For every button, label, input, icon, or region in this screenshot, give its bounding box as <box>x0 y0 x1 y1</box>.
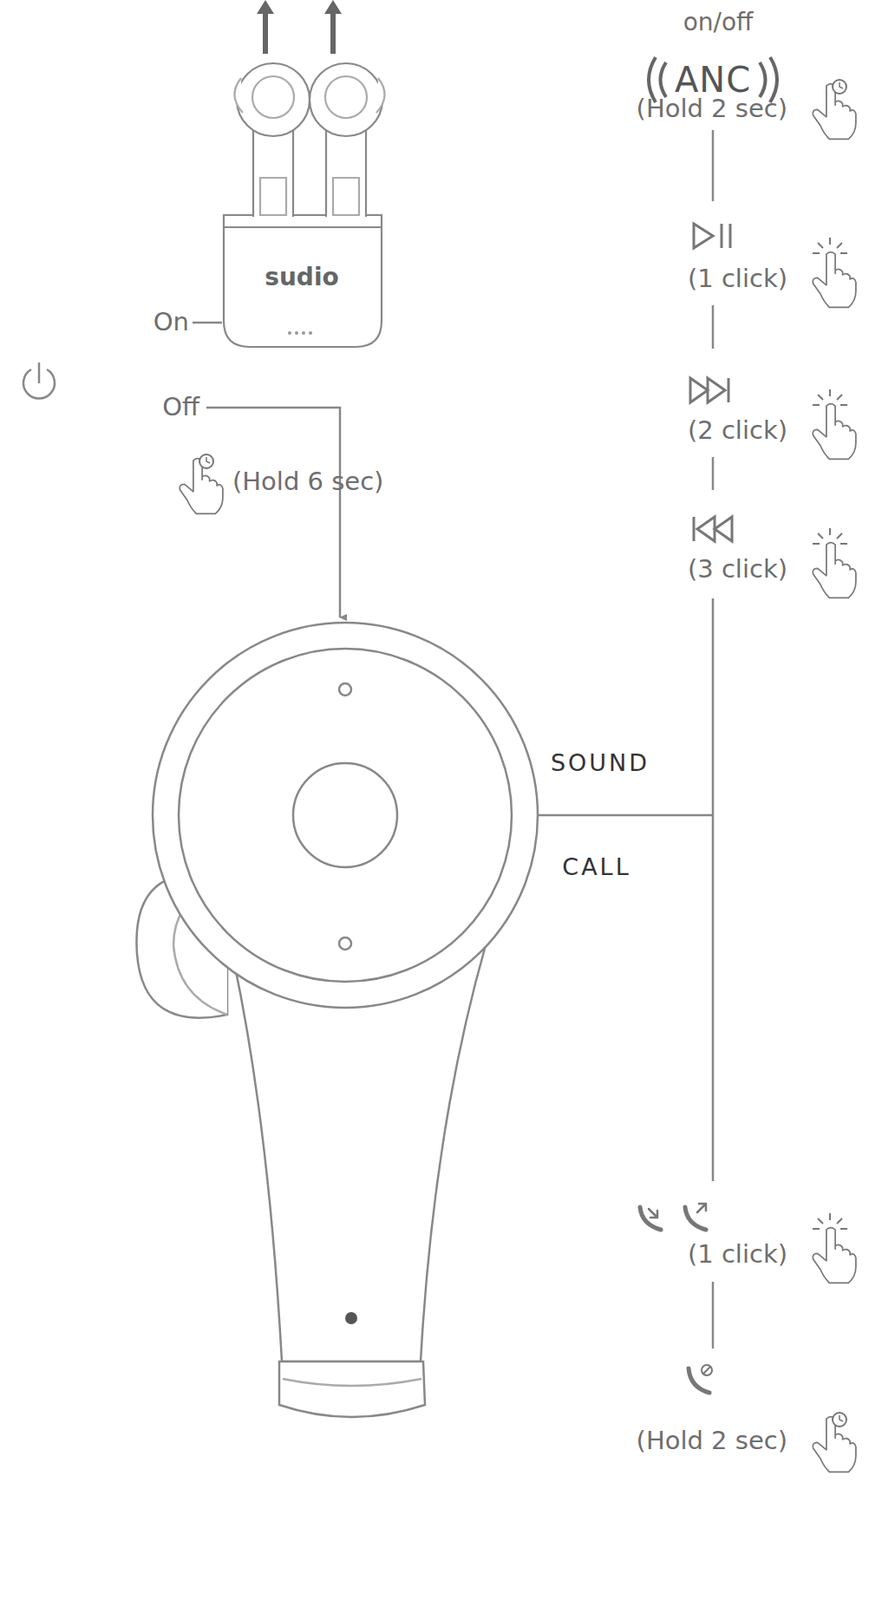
gesture-label: (Hold 6 sec) <box>232 468 384 497</box>
click-hand-icon <box>812 404 856 460</box>
click-ray <box>836 242 843 249</box>
click-ray <box>817 242 824 249</box>
gesture-label: (Hold 2 sec) <box>636 95 788 124</box>
click-ray <box>829 237 831 245</box>
click-ray <box>812 404 820 406</box>
click-ray <box>840 404 848 406</box>
power-state-label: On <box>153 308 190 337</box>
gesture-label: (1 click) <box>687 265 788 294</box>
click-ray <box>829 1213 831 1221</box>
gesture-label: (Hold 2 sec) <box>636 1427 788 1456</box>
click-ray <box>812 542 820 545</box>
click-ray <box>836 1218 843 1224</box>
click-hand-icon <box>812 1228 856 1284</box>
anc-state-label: on/off <box>683 9 754 37</box>
click-hand-icon <box>812 252 856 308</box>
click-ray <box>836 394 843 400</box>
click-ray <box>840 542 848 545</box>
click-ray <box>817 394 824 400</box>
gesture-label: (3 click) <box>687 555 788 584</box>
click-ray <box>812 252 820 255</box>
click-ray <box>840 252 848 255</box>
mode-label: SOUND <box>550 750 650 777</box>
click-ray <box>829 389 831 397</box>
mode-label: CALL <box>561 854 631 881</box>
click-ray <box>836 533 843 539</box>
click-ray <box>829 528 831 536</box>
click-hand-icon <box>812 542 856 599</box>
gesture-label: (1 click) <box>687 1241 788 1269</box>
click-ray <box>812 1228 820 1230</box>
anc-label: ANC <box>674 60 752 99</box>
gesture-label: (2 click) <box>687 417 788 445</box>
power-state-label: Off <box>162 393 200 422</box>
click-ray <box>840 1228 848 1230</box>
click-ray <box>817 1218 824 1224</box>
brand-label: sudio <box>264 264 339 292</box>
click-ray <box>817 533 824 539</box>
